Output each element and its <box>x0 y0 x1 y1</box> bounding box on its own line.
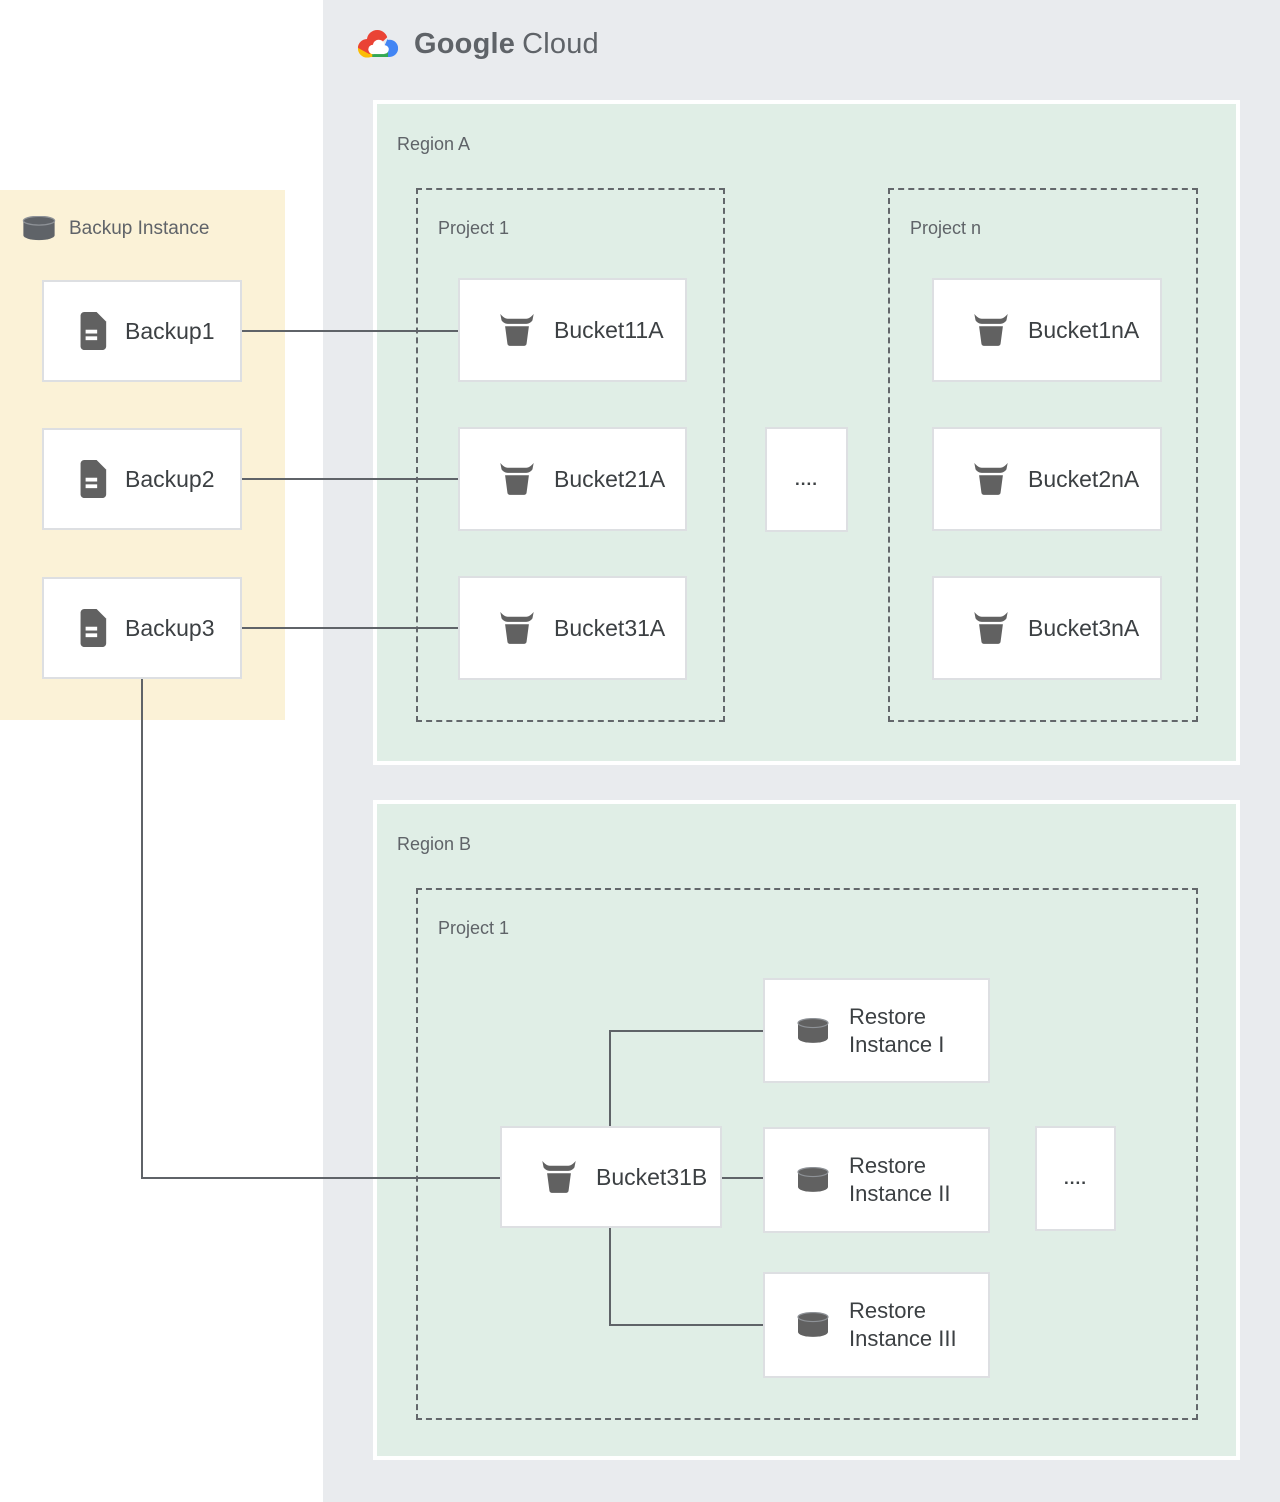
bucket-label: Bucket31B <box>596 1163 708 1190</box>
ellipsis-label: .... <box>795 469 818 489</box>
bucket-label: Bucket11A <box>554 316 664 343</box>
bucket-label: Bucket21A <box>554 465 666 492</box>
restore-label-line2: Instance I <box>849 1031 945 1057</box>
region-a-project-n-label: Project n <box>910 218 982 238</box>
storage-bucket-icon <box>972 462 1010 496</box>
storage-bucket-icon <box>972 611 1010 645</box>
restore-label-line1: Restore <box>849 1153 927 1178</box>
backup-label: Backup3 <box>125 614 215 641</box>
logo-word-cloud: Cloud <box>522 27 599 60</box>
region-a-project-1-label: Project 1 <box>438 218 510 238</box>
bucket31b-node: Bucket31B <box>500 1126 722 1228</box>
database-cylinder-icon <box>20 216 58 241</box>
storage-bucket-icon <box>498 313 536 347</box>
bucket-label: Bucket3nA <box>1028 614 1140 641</box>
google-cloud-icon <box>355 26 401 62</box>
region-b-project-1: Project 1 Bucket31B <box>416 888 1198 1420</box>
region-b-label: Region B <box>397 834 472 854</box>
bucket3na-node: Bucket3nA <box>932 576 1162 680</box>
restore-label-line1: Restore <box>849 1003 927 1029</box>
document-icon <box>78 312 109 350</box>
logo-word-google: Google <box>414 27 516 60</box>
backup1-node: Backup1 <box>42 280 242 382</box>
region-b: Region B Project 1 Bucket31B <box>373 800 1240 1460</box>
restore-label: Restore Instance III <box>849 1297 957 1353</box>
region-a-label: Region A <box>397 134 471 154</box>
restore-label-line1: Restore <box>849 1298 927 1323</box>
backup-instance-panel: Backup Instance Backup1 Backup2 <box>0 190 285 720</box>
region-a: Region A Project 1 Bucket11A <box>373 100 1240 765</box>
database-cylinder-icon <box>795 1312 831 1338</box>
document-icon <box>78 609 109 647</box>
backup3-node: Backup3 <box>42 577 242 679</box>
bucket-label: Bucket31A <box>554 614 666 641</box>
backup-label: Backup2 <box>125 465 215 492</box>
database-cylinder-icon <box>795 1167 831 1193</box>
restore-instance-2-node: Restore Instance II <box>763 1127 990 1233</box>
ellipsis-label: .... <box>1064 1168 1087 1188</box>
region-a-project-1: Project 1 Bucket11A <box>416 188 725 722</box>
restore-label-line2: Instance II <box>849 1181 951 1206</box>
backup-panel-title: Backup Instance <box>69 217 210 239</box>
region-a-project-n: Project n Bucket1nA <box>888 188 1198 722</box>
bucket-label: Bucket2nA <box>1028 465 1140 492</box>
storage-bucket-icon <box>498 462 536 496</box>
document-icon <box>78 460 109 498</box>
storage-bucket-icon <box>972 313 1010 347</box>
region-b-project-1-label: Project 1 <box>438 918 510 938</box>
region-a-ellipsis-box: .... <box>765 427 848 532</box>
bucket2na-node: Bucket2nA <box>932 427 1162 531</box>
bucket1na-node: Bucket1nA <box>932 278 1162 382</box>
database-cylinder-icon <box>795 1017 831 1044</box>
backup-label: Backup1 <box>125 317 215 344</box>
restore-label: Restore Instance II <box>849 1152 951 1208</box>
bucket21a-node: Bucket21A <box>458 427 687 531</box>
storage-bucket-icon <box>540 1160 578 1194</box>
bucket31a-node: Bucket31A <box>458 576 687 680</box>
restore-label-line2: Instance III <box>849 1326 957 1351</box>
region-b-ellipsis-box: .... <box>1035 1126 1116 1231</box>
storage-bucket-icon <box>498 611 536 645</box>
restore-label: Restore Instance I <box>849 1003 944 1059</box>
backup2-node: Backup2 <box>42 428 242 530</box>
backup-panel-header: Backup Instance <box>20 216 209 241</box>
restore-instance-3-node: Restore Instance III <box>763 1272 990 1378</box>
restore-instance-1-node: Restore Instance I <box>763 978 990 1083</box>
bucket-label: Bucket1nA <box>1028 316 1140 343</box>
bucket11a-node: Bucket11A <box>458 278 687 382</box>
